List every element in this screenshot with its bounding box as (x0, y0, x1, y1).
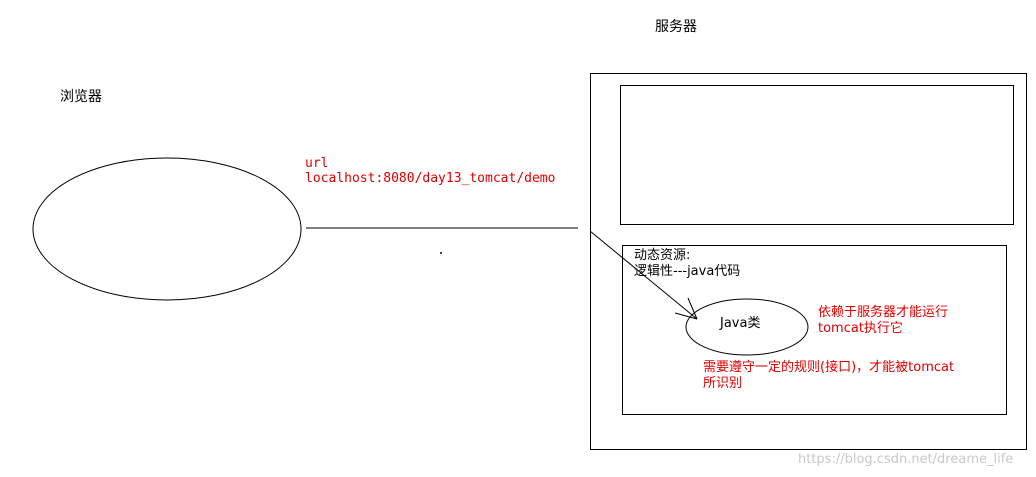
runtime-note-line1: 依赖于服务器才能运行 (818, 305, 949, 320)
watermark: https://blog.csdn.net/dreame_life (798, 452, 1014, 467)
runtime-note-line2: tomcat执行它 (818, 321, 903, 336)
rule-note: 需要遵守一定的规则(接口)，才能被tomcat 所识别 (703, 360, 954, 392)
dynamic-resource-box (622, 245, 1007, 415)
java-class-ellipse (685, 298, 809, 356)
rule-note-line2: 所识别 (703, 376, 743, 391)
dynamic-resource-line2: 逻辑性---java代码 (634, 264, 741, 279)
dynamic-resource-line1: 动态资源: (634, 248, 691, 263)
dynamic-resource-label: 动态资源: 逻辑性---java代码 (634, 248, 740, 280)
server-label: 服务器 (655, 19, 697, 35)
browser-ellipse (32, 157, 302, 301)
arrow-line (589, 230, 698, 320)
runtime-note: 依赖于服务器才能运行 tomcat执行它 (818, 305, 948, 337)
java-class-label: Java类 (720, 316, 761, 331)
request-url-label: url localhost:8080/day13_tomcat/demo (305, 156, 555, 186)
browser-label: 浏览器 (60, 89, 102, 105)
rule-note-line1: 需要遵守一定的规则(接口)，才能被tomcat (703, 360, 955, 375)
request-url-line1: url (305, 156, 329, 171)
request-url-line2: localhost:8080/day13_tomcat/demo (305, 171, 556, 186)
dot-mark (440, 252, 442, 254)
static-resource-box (620, 85, 1014, 225)
server-box (590, 73, 1027, 450)
arrow-head-bottom (687, 297, 698, 320)
arrow-head-top (674, 312, 698, 320)
